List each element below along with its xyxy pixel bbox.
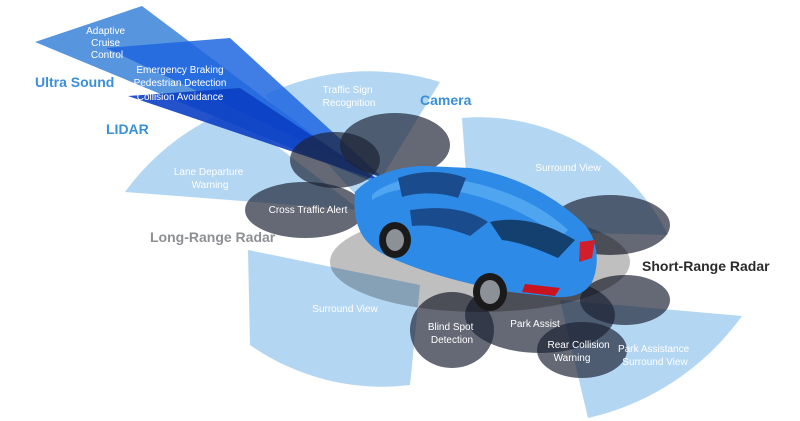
long-range-radar-label: Long-Range Radar [150, 229, 276, 245]
car-windshield [398, 172, 466, 198]
zone-cross-traffic [245, 182, 365, 238]
wheel-front [379, 222, 411, 258]
short-range-radar-label: Short-Range Radar [642, 258, 770, 274]
collision-avoidance-label: Collision Avoidance [137, 92, 224, 103]
camera-label: Camera [420, 92, 472, 108]
wheel-rear [473, 273, 507, 311]
lidar-label: LIDAR [106, 121, 149, 137]
surround-view-rear-label: Surround View [312, 304, 378, 315]
sensor-labels: Ultra Sound LIDAR Camera Long-Range Rada… [35, 74, 770, 274]
traffic-sign-label: Traffic Sign Recognition [323, 85, 376, 109]
zone-rear-collision [537, 322, 627, 378]
car-tail-light-rear [522, 284, 560, 296]
feature-labels: Adaptive Cruise Control Emergency Brakin… [86, 26, 692, 368]
car-tail-light [579, 240, 595, 262]
blind-spot-label: Blind Spot Detection [428, 322, 476, 346]
pedestrian-detection-label: Pedestrian Detection [134, 78, 227, 89]
rear-collision-label: Rear Collision Warning [547, 340, 612, 364]
park-assist-label: Park Assist [510, 319, 560, 330]
zone-front-top [340, 113, 450, 177]
car-highlight [372, 178, 568, 238]
short-range-zones [245, 113, 670, 378]
park-assistance-label: Park Assistance Surround View [618, 344, 692, 368]
adaptive-cruise-label: Adaptive Cruise Control [86, 26, 128, 61]
car [330, 166, 630, 312]
lane-departure-label: Lane Departure Warning [174, 167, 246, 191]
car-side-window [410, 208, 488, 236]
emergency-braking-label: Emergency Braking [136, 65, 223, 76]
ultra-sound-label: Ultra Sound [35, 74, 114, 90]
car-rear-window [490, 219, 575, 258]
fan-surround-view-left [248, 250, 420, 387]
zone-rear-right [580, 275, 670, 325]
surround-view-front-label: Surround View [535, 163, 601, 174]
cross-traffic-label: Cross Traffic Alert [269, 205, 348, 216]
